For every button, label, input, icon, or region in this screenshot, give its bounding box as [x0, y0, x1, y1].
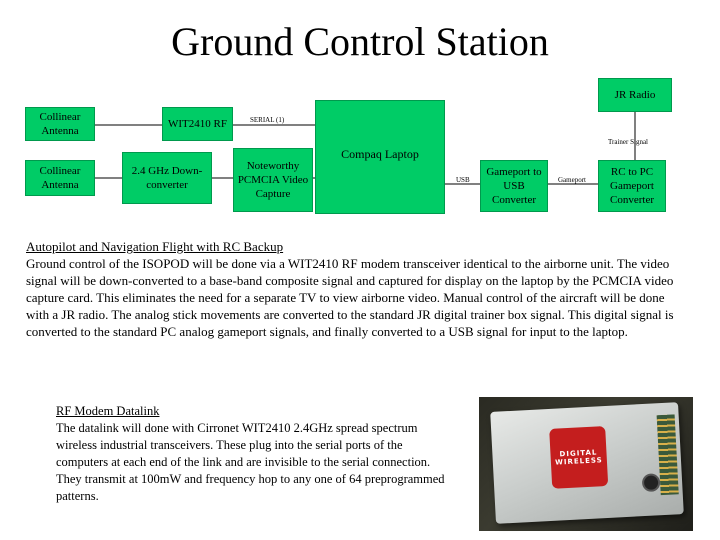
- digital-wireless-logo: DIGITAL WIRELESS: [549, 426, 608, 489]
- usb-label: USB: [456, 176, 470, 184]
- video-capture-box: Noteworthy PCMCIA Video Capture: [233, 148, 313, 212]
- jr-radio-label: JR Radio: [615, 88, 656, 102]
- collinear-antenna-label-1: Collinear Antenna: [28, 110, 92, 138]
- jr-radio-box: JR Radio: [598, 78, 672, 112]
- rf-modem-body: The datalink will done with Cirronet WIT…: [56, 421, 445, 503]
- collinear-antenna-box-2: Collinear Antenna: [25, 160, 95, 196]
- logo-text: DIGITAL WIRELESS: [550, 448, 607, 467]
- autopilot-section: Autopilot and Navigation Flight with RC …: [26, 238, 686, 340]
- laptop-box: Compaq Laptop: [315, 100, 445, 214]
- collinear-antenna-label-2: Collinear Antenna: [28, 164, 92, 192]
- rf-modem-section: RF Modem Datalink The datalink will done…: [56, 403, 456, 505]
- collinear-antenna-box-1: Collinear Antenna: [25, 107, 95, 141]
- rc-to-pc-box: RC to PC Gameport Converter: [598, 160, 666, 212]
- antenna-connector: [642, 473, 661, 492]
- rf-modem-heading: RF Modem Datalink: [56, 404, 159, 418]
- transceiver-device: DIGITAL WIRELESS: [490, 402, 684, 524]
- rc-to-pc-label: RC to PC Gameport Converter: [601, 165, 663, 207]
- autopilot-body: Ground control of the ISOPOD will be don…: [26, 256, 674, 339]
- downconverter-box: 2.4 GHz Down-converter: [122, 152, 212, 204]
- autopilot-heading: Autopilot and Navigation Flight with RC …: [26, 239, 283, 254]
- gameport-usb-box: Gameport to USB Converter: [480, 160, 548, 212]
- downconverter-label: 2.4 GHz Down-converter: [125, 164, 209, 192]
- laptop-label: Compaq Laptop: [341, 147, 419, 161]
- serial-label: SERIAL (1): [250, 116, 284, 124]
- gameport-label: Gameport: [558, 176, 586, 184]
- trainer-signal-label: Trainer Signal: [608, 138, 648, 146]
- transceiver-photo: DIGITAL WIRELESS: [479, 397, 693, 531]
- wit2410-rf-box: WIT2410 RF: [162, 107, 233, 141]
- gameport-usb-label: Gameport to USB Converter: [483, 165, 545, 207]
- wit2410-rf-label: WIT2410 RF: [168, 117, 227, 131]
- video-capture-label: Noteworthy PCMCIA Video Capture: [236, 159, 310, 201]
